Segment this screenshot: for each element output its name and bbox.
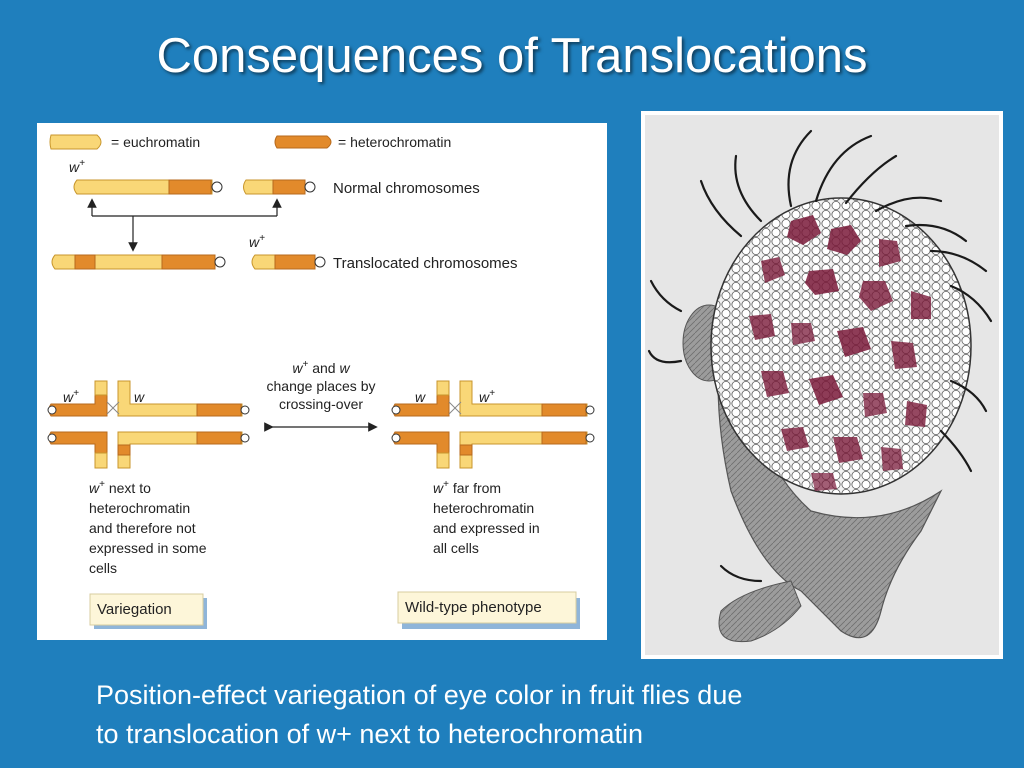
right-pairing: w w+ w+ far from heterochromatin and exp…: [391, 380, 595, 629]
right-note-line2: heterochromatin: [433, 500, 534, 516]
right-note-line4: all cells: [433, 540, 479, 556]
normal-chromosomes: w+ Normal chromosomes: [69, 158, 480, 197]
right-w-label: w: [415, 389, 426, 405]
left-w-plus-label: w+: [63, 388, 79, 405]
legend: = euchromatin = heterochromatin: [49, 134, 451, 150]
caption-line1: Position-effect variegation of eye color…: [96, 680, 743, 710]
right-note-line3: and expressed in: [433, 520, 540, 536]
crossing-line3: crossing-over: [279, 396, 363, 412]
slide-title: Consequences of Translocations: [156, 29, 868, 83]
variegation-label: Variegation: [97, 601, 172, 618]
crossing-line1: w+ and w: [292, 359, 350, 376]
translocated-chromosomes-label: Translocated chromosomes: [333, 255, 518, 272]
fly-eye-photo: [641, 111, 1003, 659]
pigment-patches: [749, 215, 931, 491]
crossing-over-note: w+ and w change places by crossing-over: [264, 359, 378, 432]
translocation-diagram: = euchromatin = heterochromatin w+ Norma…: [37, 123, 607, 640]
fly-eye-illustration: [641, 111, 1003, 659]
left-note-line2: heterochromatin: [89, 500, 190, 516]
translocated-chromosomes: w+ Translocated chromosomes: [51, 233, 518, 272]
slide-caption: Position-effect variegation of eye color…: [96, 676, 976, 754]
left-note-line4: expressed in some: [89, 540, 207, 556]
left-w-label: w: [134, 389, 145, 405]
w-plus-label-normal: w+: [69, 158, 85, 175]
proboscis: [718, 580, 802, 643]
euchromatin-swatch: [49, 134, 102, 150]
left-pairing: w+ w w+ next to heterochromatin and ther…: [47, 380, 250, 629]
right-note-line1: w+ far from: [433, 479, 501, 496]
fly-head: [717, 260, 943, 639]
left-note-line1: w+ next to: [89, 479, 151, 496]
left-note-line3: and therefore not: [89, 520, 196, 536]
normal-chromosomes-label: Normal chromosomes: [333, 180, 480, 197]
wild-type-label: Wild-type phenotype: [405, 599, 542, 616]
legend-euchromatin-label: = euchromatin: [111, 134, 200, 150]
caption-line2: to translocation of w+ next to heterochr…: [96, 719, 644, 749]
translocation-arrows: [87, 198, 282, 252]
right-w-plus-label: w+: [479, 388, 495, 405]
legend-heterochromatin-label: = heterochromatin: [338, 134, 451, 150]
heterochromatin-swatch: [274, 135, 332, 149]
w-plus-label-translocated: w+: [249, 233, 265, 250]
crossing-line2: change places by: [267, 378, 376, 394]
diagram-svg: = euchromatin = heterochromatin w+ Norma…: [47, 134, 595, 629]
bristles: [647, 129, 993, 583]
left-note-line5: cells: [89, 560, 117, 576]
